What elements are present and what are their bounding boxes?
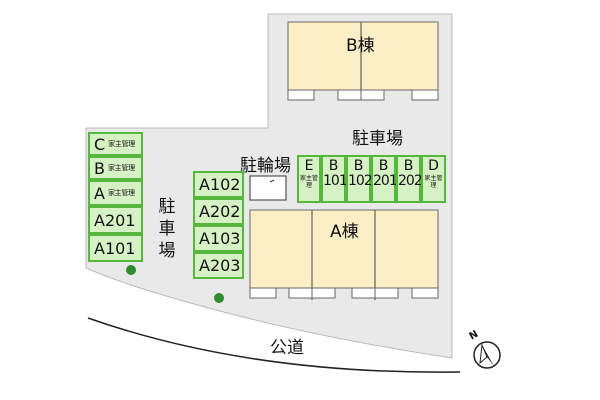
north-arrow-icon <box>473 341 501 369</box>
building-b <box>287 21 439 91</box>
parking-spot-b202: B 202 <box>396 155 423 203</box>
parking-spot-a203: A203 <box>193 252 244 279</box>
parking-spot-a202: A202 <box>193 198 244 225</box>
bicycle-parking-label: 駐輪場 <box>240 156 291 176</box>
tree-1 <box>126 265 136 275</box>
parking-spot-b101: B 101 <box>321 155 348 203</box>
parking-spot-b102: B 102 <box>346 155 373 203</box>
building-a-label: A棟 <box>330 222 359 242</box>
parking-spot-d: D 家主管理 <box>421 155 446 203</box>
building-a <box>249 209 439 289</box>
parking-spot-a101: A101 <box>88 234 143 262</box>
parking-spot-e: E 家主管理 <box>297 155 321 203</box>
parking-spot-a103: A103 <box>193 225 244 252</box>
parking-left-label: 駐 車 場 <box>158 197 176 261</box>
building-b-label: B棟 <box>346 36 375 56</box>
bicycle-parking-box <box>249 175 287 201</box>
parking-spot-a102: A102 <box>193 171 244 198</box>
parking-spot-b201: B 201 <box>371 155 398 203</box>
road-label: 公道 <box>270 338 304 358</box>
parking-top-label: 駐車場 <box>352 129 403 149</box>
road-edge <box>87 317 461 373</box>
tree-2 <box>214 293 224 303</box>
parking-spot-a201: A201 <box>88 206 143 234</box>
